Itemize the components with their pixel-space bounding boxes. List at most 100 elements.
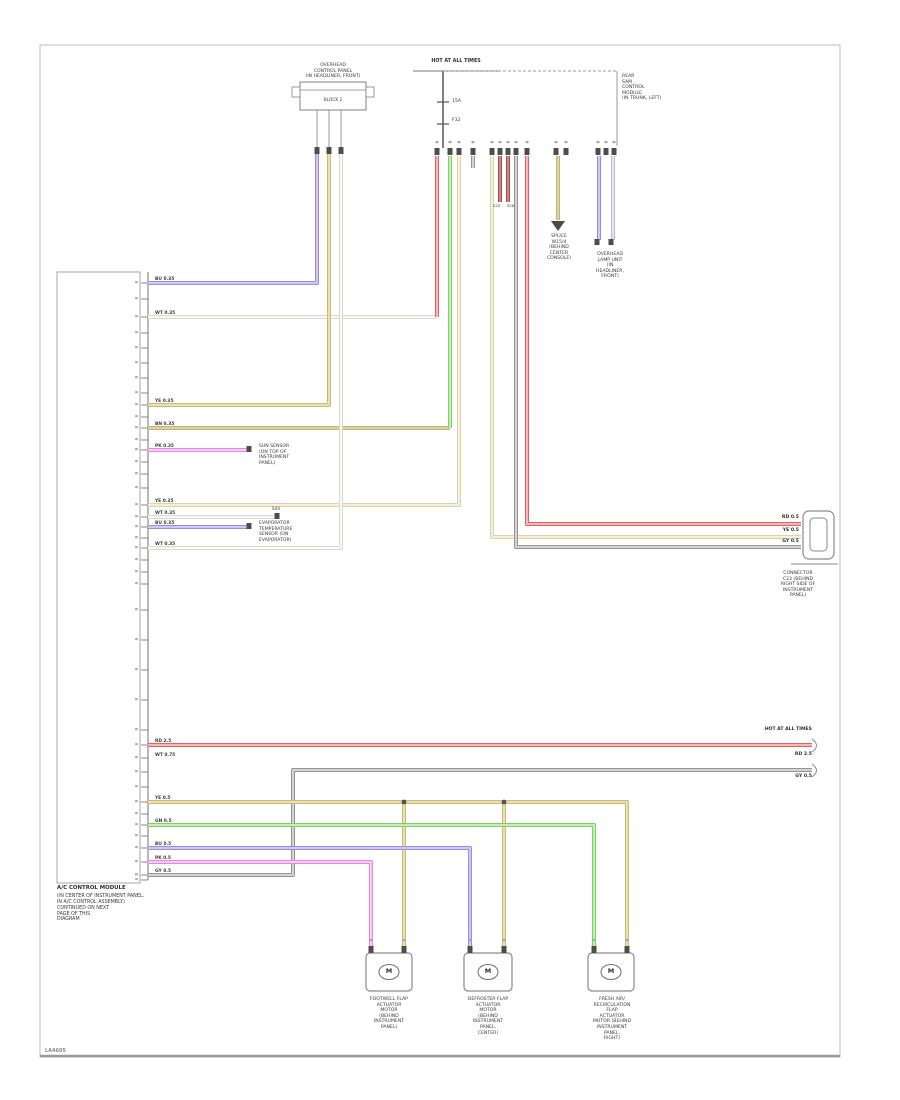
label-line: (BEHIND	[478, 1013, 498, 1019]
motor-label: DEFROSTER FLAP ACTUATOR MOTOR (BEHIND IN…	[442, 997, 534, 1036]
right-wire-label: GY 0.5	[795, 774, 812, 779]
top-left-block-label: BLOCK 2	[323, 98, 343, 103]
fuse-name-label: F32	[452, 118, 461, 123]
right-connector-symbol	[791, 510, 838, 565]
bus-wire-label: PK 0.35	[155, 444, 174, 449]
conn-wire-label: RD 0.5	[781, 515, 799, 520]
label-line: CENTER	[549, 250, 569, 256]
label-line: (ON TOP OF	[259, 449, 287, 455]
label-line: PANEL)	[789, 593, 807, 599]
bus-wire-label: WT 0.75	[155, 753, 176, 758]
label-line: TEMPERATURE	[259, 526, 293, 532]
label-line: (BEHIND	[379, 1013, 399, 1019]
bus-wire-label: GY 0.5	[155, 869, 171, 874]
label-line: (IN	[606, 263, 614, 269]
motor-label: FRESH AIR/ RECIRCULATION FLAP ACTUATOR M…	[568, 997, 656, 1042]
label-line: RIGHT)	[603, 1036, 621, 1042]
motor-symbol: M	[385, 967, 393, 975]
label-line: INSTRUMENT	[472, 1019, 504, 1025]
right-power-label: HOT AT ALL TIMES	[764, 727, 812, 732]
label-line: OVERHEAD	[320, 63, 346, 68]
label-line: PAGE OF THIS	[57, 911, 91, 917]
label-line: CONTROL	[622, 85, 645, 91]
bus-wire-label: BU 0.5	[155, 842, 172, 847]
label-line: INSTRUMENT	[373, 1019, 405, 1025]
bus-wire-label: YE 0.35	[155, 499, 174, 504]
top-left-component-label: OVERHEAD CONTROL PANEL (IN HEADLINER, FR…	[288, 63, 378, 80]
label-line: FRONT)	[601, 274, 619, 280]
offpage-connector-hooks	[811, 738, 817, 778]
main-module-label: (IN CENTER OF INSTRUMENT PANEL, IN A/C C…	[57, 894, 247, 923]
evap-sensor-pin-label: S44	[272, 506, 280, 511]
label-line: RIGHT SIDE OF	[780, 582, 816, 588]
splice-mark: S26	[507, 203, 515, 208]
label-line: OVERHEAD	[597, 252, 623, 257]
label-line: MOTOR	[479, 1008, 497, 1014]
conn-wire-label: GY 0.5	[782, 539, 799, 544]
label-line: W15/4	[551, 239, 567, 245]
label-line: CONSOLE)	[546, 256, 572, 262]
label-line: REAR	[622, 74, 635, 79]
label-line: CENTER)	[477, 1030, 499, 1036]
label-line: CONNECTOR	[783, 571, 813, 576]
label-line: ACTUATOR	[376, 1002, 402, 1008]
right-wire-label: RD 2.5	[794, 752, 812, 757]
label-line: (IN CENTER OF INSTRUMENT PANEL,	[57, 894, 144, 899]
label-line: (IN TRUNK, LEFT)	[622, 96, 662, 102]
main-module-box	[56, 271, 149, 884]
right-connector-label: CONNECTOR C23 (BEHIND RIGHT SIDE OF INST…	[756, 571, 840, 599]
motor-symbol: M	[607, 967, 615, 975]
label-line: INSTRUMENT	[596, 1024, 628, 1030]
label-line: PANEL)	[380, 1024, 398, 1030]
label-line: MOTOR	[380, 1008, 398, 1014]
power-feed-label: HOT AT ALL TIMES	[431, 59, 481, 64]
bus-wire-label: PK 0.5	[155, 856, 171, 861]
label-line: PANEL)	[259, 460, 276, 466]
label-line: RECIRCULATION	[593, 1002, 631, 1008]
footer-page-code: LA4605	[45, 1048, 66, 1054]
top-right-component-label: REAR SAM CONTROL MODULE (IN TRUNK, LEFT)	[622, 74, 698, 102]
label-line: PANEL,	[480, 1024, 496, 1030]
ground-splice-symbol	[551, 221, 565, 231]
label-line: FLAP	[606, 1008, 618, 1014]
wires	[148, 154, 812, 947]
label-line: DIAGRAM	[57, 917, 80, 923]
label-line: LAMP UNIT	[597, 257, 623, 263]
label-line: SPLICE	[551, 234, 567, 239]
label-line: DEFROSTER FLAP	[467, 997, 509, 1002]
label-line: SENSOR (ON	[259, 532, 289, 538]
junction-dots	[401, 799, 507, 805]
power-feed-lines	[413, 70, 618, 148]
fuse-amp-label: 15A	[452, 99, 461, 104]
label-line: C23 (BEHIND	[782, 576, 814, 582]
splice-mark: S25	[493, 203, 501, 208]
bus-wire-label: WT 0.35	[155, 311, 176, 316]
top-left-component-box	[291, 81, 375, 147]
label-line: INSTRUMENT	[259, 455, 290, 461]
bus-wire-label: GN 0.5	[155, 819, 172, 824]
label-line: HEADLINER,	[596, 268, 624, 274]
label-line: IN A/C CONTROL ASSEMBLY)	[57, 899, 125, 905]
motor-label: FOOTWELL FLAP ACTUATOR MOTOR (BEHIND INS…	[350, 997, 428, 1031]
lamp-component-label: OVERHEAD LAMP UNIT (IN HEADLINER, FRONT)	[578, 252, 642, 280]
label-line: EVAPORATOR	[259, 521, 290, 526]
label-line: SUN SENSOR	[259, 444, 290, 449]
main-module-title: A/C CONTROL MODULE	[57, 885, 126, 891]
motor-boxes	[365, 952, 635, 992]
bus-wire-label: YE 0.5	[155, 796, 171, 801]
label-line: CONTINUED ON NEXT	[57, 905, 110, 911]
sun-sensor-label: SUN SENSOR (ON TOP OF INSTRUMENT PANEL)	[259, 444, 335, 466]
label-line: MOTOR (BEHIND	[592, 1019, 632, 1025]
label-line: FOOTWELL FLAP	[370, 997, 408, 1002]
bus-wire-label: WT 0.35	[155, 542, 176, 547]
label-line: SAM	[622, 79, 633, 85]
bus-wire-label: BU 0.35	[155, 521, 175, 526]
bus-wire-label: WT 0.35	[155, 511, 176, 516]
bus-wire-label: RD 2.5	[155, 739, 172, 744]
conn-wire-label: YE 0.5	[782, 528, 799, 533]
bus-wire-label: BN 0.35	[155, 422, 175, 427]
label-line: EVAPORATOR)	[259, 537, 292, 543]
label-line: PANEL,	[604, 1030, 620, 1036]
